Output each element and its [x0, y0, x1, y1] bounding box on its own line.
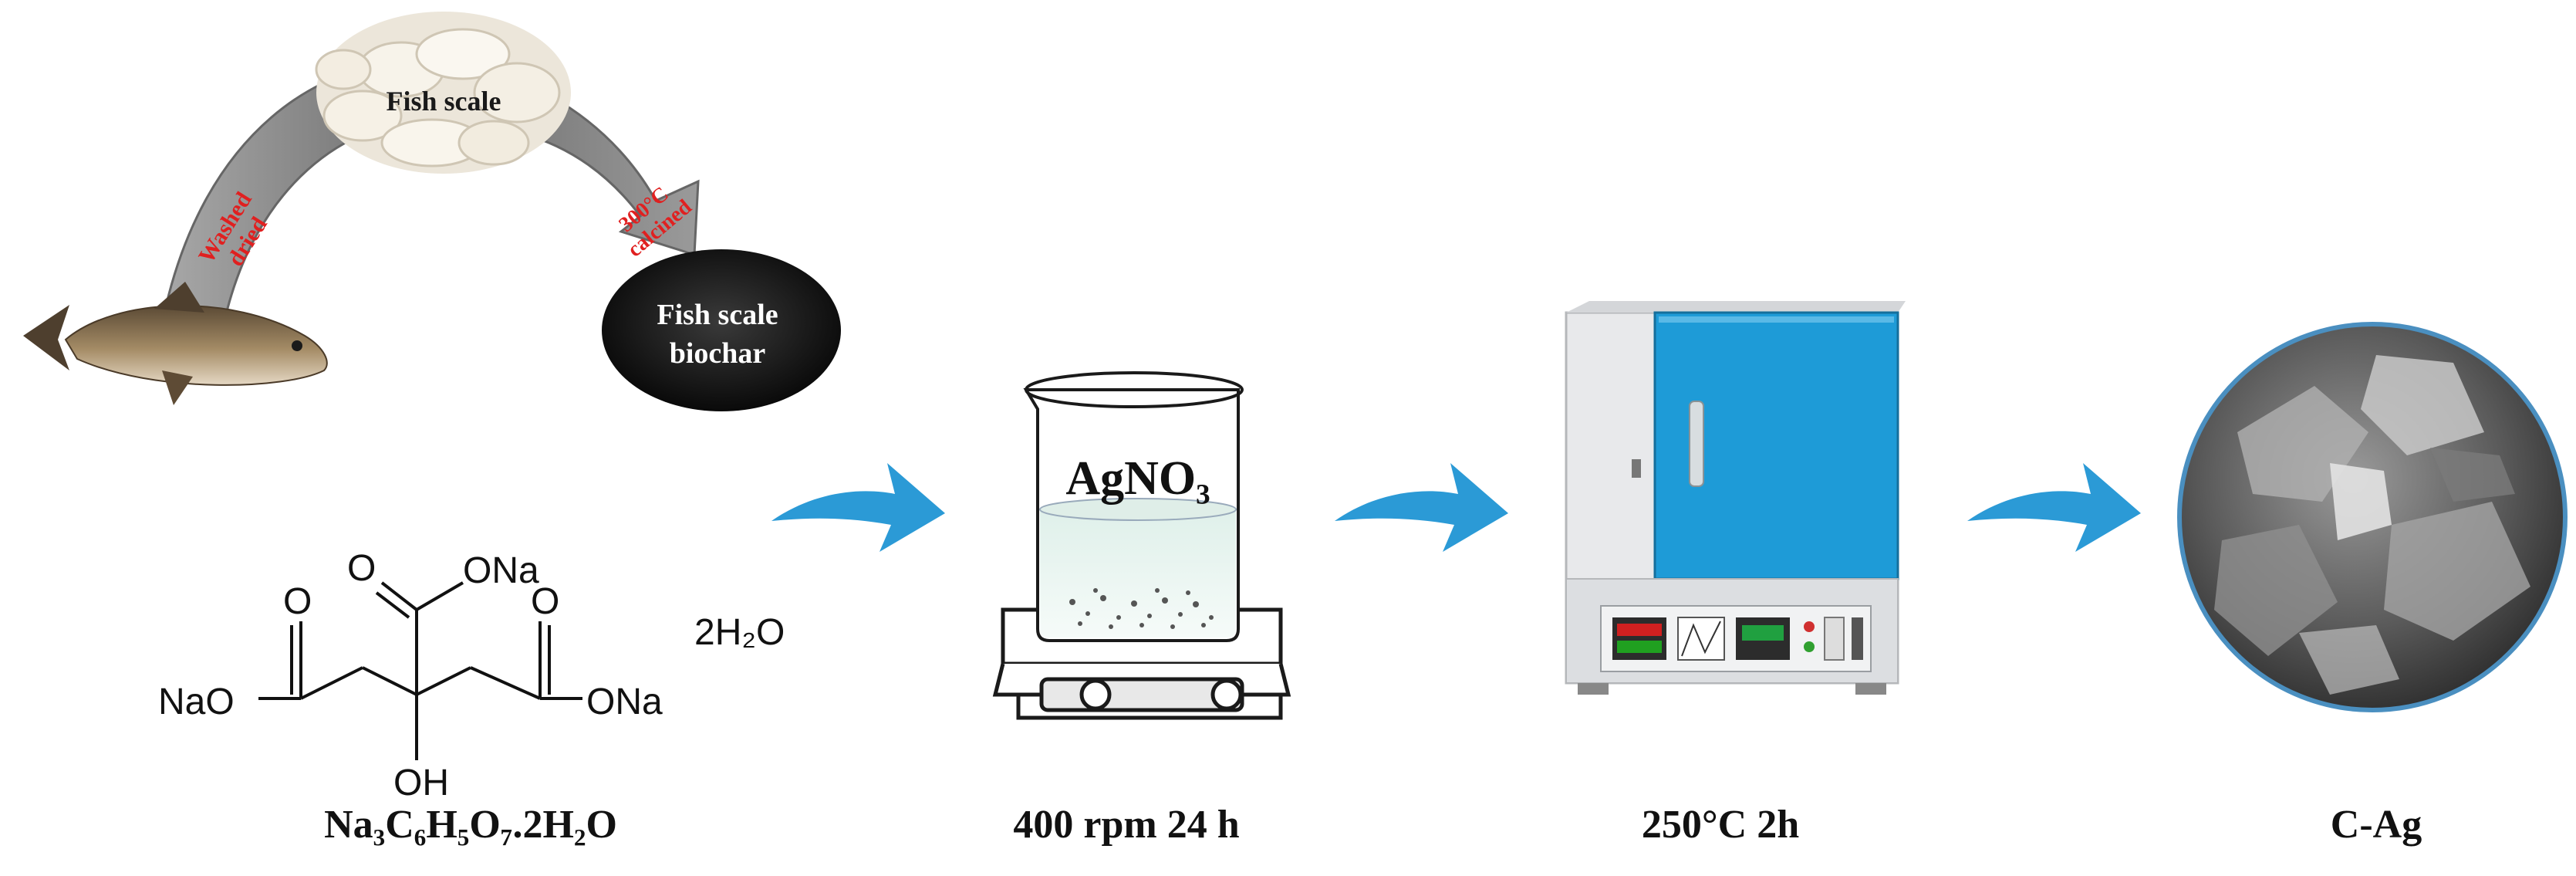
- arrow-1-icon: [771, 463, 945, 552]
- citrate-hydrate: 2H₂O: [694, 612, 785, 653]
- beaker-particles: [1069, 588, 1214, 629]
- sodium-citrate-structure: [258, 581, 582, 760]
- biochar-label-line1: Fish scale: [657, 299, 778, 331]
- beaker-label: AgNO₃: [1065, 452, 1210, 505]
- fish-scale-process: Fish scale Washed dried 300°C calcined F…: [23, 12, 841, 411]
- citrate-oh: OH: [393, 763, 449, 803]
- process-curve-arrow: [160, 59, 700, 326]
- biochar-blob: [602, 249, 841, 411]
- indicator-green-icon: [1804, 641, 1815, 652]
- product-sem-image: [2177, 322, 2568, 712]
- beaker-caption: 400 rpm 24 h: [1013, 803, 1239, 847]
- arrow-2-icon: [1335, 463, 1508, 552]
- citrate-nao: NaO: [158, 682, 235, 722]
- indicator-red-icon: [1804, 621, 1815, 632]
- fish-photo: [23, 282, 328, 405]
- door-handle: [1689, 401, 1704, 487]
- citrate-atom-labels: O ONa O O NaO ONa OH 2H₂O: [158, 548, 785, 803]
- furnace-caption: 250°C 2h: [1642, 803, 1799, 847]
- biochar-label-line2: biochar: [670, 337, 766, 370]
- fish-scale-photo: [315, 12, 571, 174]
- fish-scale-label: Fish scale: [387, 86, 501, 117]
- citrate-caption: Na₃C₆H₅O₇.2H₂O: [324, 803, 617, 847]
- citrate-o-right: O: [531, 581, 559, 622]
- muffle-furnace: [1565, 301, 1906, 695]
- blue-arrows: [771, 463, 2141, 552]
- knob-left-icon: [1079, 678, 1112, 711]
- citrate-o-left: O: [283, 581, 312, 622]
- citrate-ona-top: ONa: [463, 550, 539, 591]
- citrate-ona-right: ONa: [586, 682, 663, 722]
- beaker-stirrer: [992, 371, 1291, 720]
- citrate-o-top: O: [347, 548, 376, 589]
- arrow-3-icon: [1967, 463, 2141, 552]
- knob-right-icon: [1210, 678, 1243, 711]
- product-caption: C-Ag: [2331, 803, 2422, 847]
